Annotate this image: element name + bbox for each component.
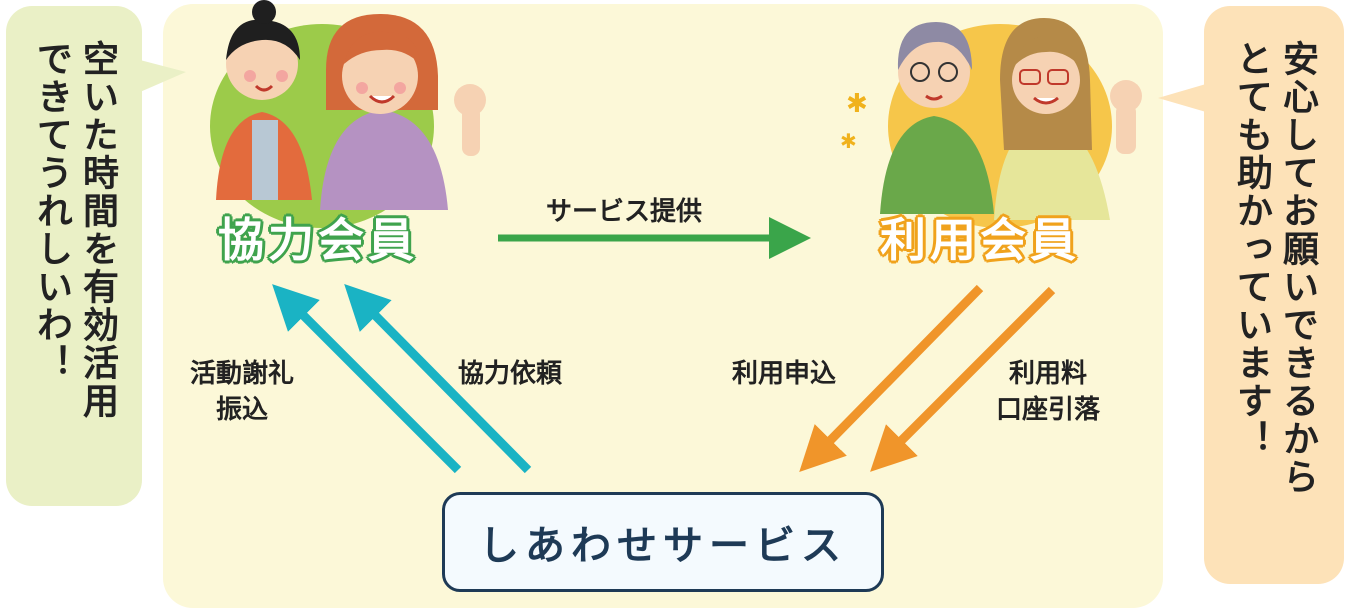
svg-text:✱: ✱	[846, 89, 868, 119]
bubble-tail-left	[140, 60, 186, 92]
user-members-illustration: ✱ ✱	[840, 18, 1142, 228]
bubble-right-line1: 安心してお願いできるから	[1277, 40, 1318, 496]
svg-text:✱: ✱	[840, 129, 857, 153]
bubble-left-line1: 空いた時間を有効活用	[77, 40, 118, 420]
speech-bubble-user	[1204, 6, 1344, 584]
bubble-right-line2: とても助かっています！	[1231, 40, 1272, 458]
label-riyou-moushikomi: 利用申込	[732, 359, 837, 389]
label-kyoryoku-irai: 協力依頼	[458, 359, 563, 389]
arrow-katsudo-shareii	[272, 284, 462, 474]
label-katsudo: 活動謝礼 振込	[190, 359, 295, 425]
arrow-kyoryoku-irai	[344, 283, 532, 474]
bubble-left-line2: できてうれしいわ！	[31, 40, 72, 382]
helper-members-illustration	[210, 0, 486, 228]
label-service-provide: サービス提供	[546, 197, 703, 227]
arrow-riyou-moushikomi	[799, 284, 984, 473]
riyou-member-title: 利用会員	[880, 213, 1080, 267]
service-center-box: しあわせサービス	[442, 492, 884, 592]
kyoryoku-member-title: 協力会員	[218, 213, 418, 267]
bubble-tail-right	[1158, 84, 1206, 112]
arrow-riyouryo	[870, 286, 1056, 472]
speech-bubble-helper	[6, 6, 142, 506]
label-riyouryo: 利用料 口座引落	[996, 359, 1101, 425]
